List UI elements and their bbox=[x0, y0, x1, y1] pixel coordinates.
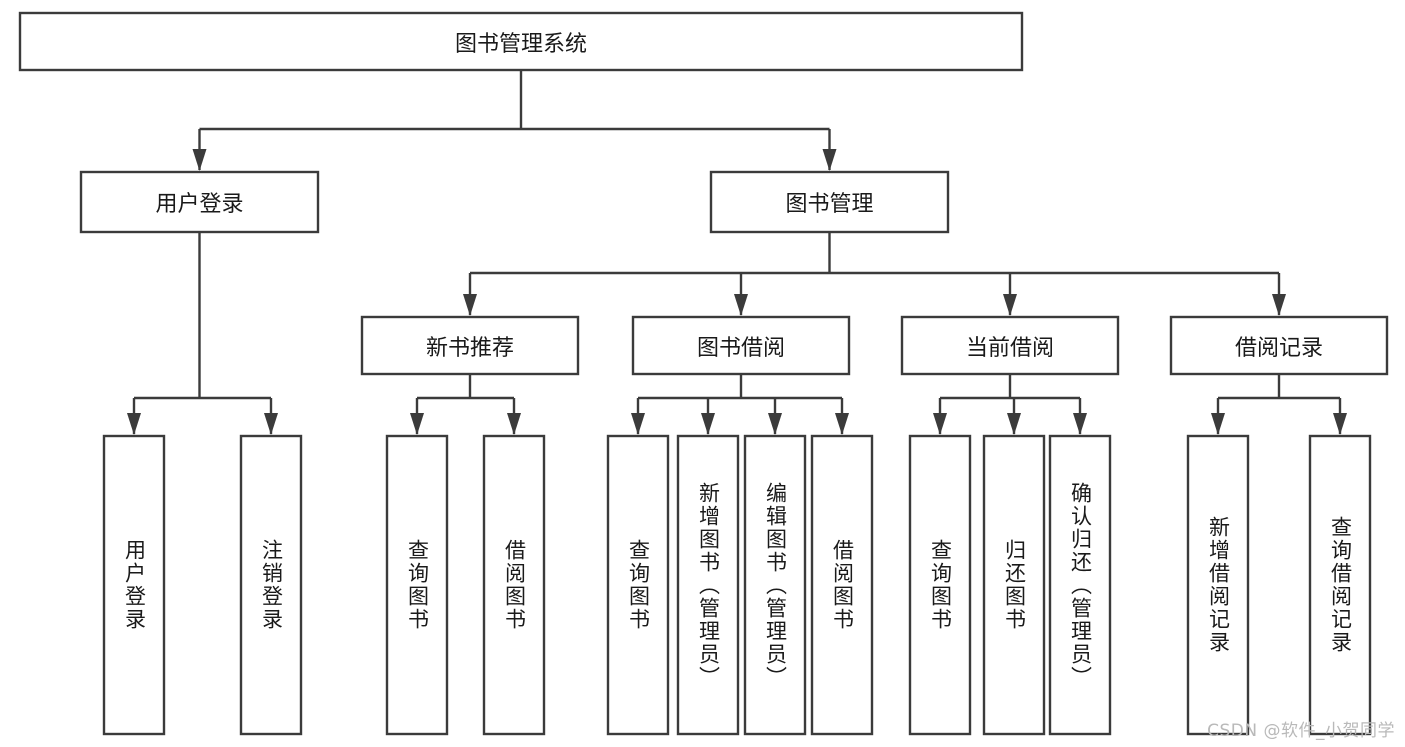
node-box-leaf-borrow-book-2 bbox=[810, 434, 874, 736]
node-box-leaf-confirm-return bbox=[1048, 434, 1112, 736]
node-box-leaf-return-book bbox=[982, 434, 1046, 736]
node-box-current-borrow bbox=[900, 315, 1120, 376]
node-box-leaf-edit-book bbox=[743, 434, 807, 736]
node-box-leaf-user-login bbox=[102, 434, 166, 736]
arrow-head-book-manage bbox=[822, 149, 837, 171]
arrow-head-leaf-user-login bbox=[127, 413, 141, 435]
node-box-layer bbox=[18, 11, 1389, 736]
arrow-head-leaf-borrow-book-1 bbox=[507, 413, 521, 435]
node-box-leaf-query-book-3 bbox=[908, 434, 972, 736]
node-box-leaf-add-book bbox=[676, 434, 740, 736]
node-box-root bbox=[18, 11, 1024, 72]
arrow-head-current-borrow bbox=[1003, 294, 1017, 316]
watermark-text: CSDN @软件_小贺同学 bbox=[1207, 721, 1395, 741]
node-box-book-manage bbox=[709, 170, 950, 234]
arrow-head-leaf-query-book-2 bbox=[631, 413, 645, 435]
node-box-leaf-logout bbox=[239, 434, 303, 736]
node-box-leaf-query-record bbox=[1308, 434, 1372, 736]
arrow-head-leaf-logout bbox=[264, 413, 278, 435]
arrow-head-book-borrow bbox=[734, 294, 748, 316]
arrow-head-new-book-rec bbox=[463, 294, 477, 316]
arrow-head-user-login bbox=[192, 149, 207, 171]
arrow-head-leaf-query-record bbox=[1333, 413, 1347, 435]
arrow-head-leaf-return-book bbox=[1007, 413, 1021, 435]
arrow-head-leaf-edit-book bbox=[768, 413, 782, 435]
arrow-head-leaf-query-book-1 bbox=[410, 413, 424, 435]
node-box-borrow-record bbox=[1169, 315, 1389, 376]
arrow-head-borrow-record bbox=[1272, 294, 1286, 316]
node-box-leaf-query-book-1 bbox=[385, 434, 449, 736]
arrow-head-leaf-add-record bbox=[1211, 413, 1225, 435]
connector-layer bbox=[127, 70, 1347, 435]
arrow-head-leaf-query-book-3 bbox=[933, 413, 947, 435]
arrow-head-leaf-confirm-return bbox=[1073, 413, 1087, 435]
arrow-head-leaf-add-book bbox=[701, 413, 715, 435]
node-box-leaf-add-record bbox=[1186, 434, 1250, 736]
arrow-head-leaf-borrow-book-2 bbox=[835, 413, 849, 435]
node-box-leaf-query-book-2 bbox=[606, 434, 670, 736]
node-box-book-borrow bbox=[631, 315, 851, 376]
node-box-new-book-rec bbox=[360, 315, 580, 376]
node-box-user-login bbox=[79, 170, 320, 234]
node-box-leaf-borrow-book-1 bbox=[482, 434, 546, 736]
